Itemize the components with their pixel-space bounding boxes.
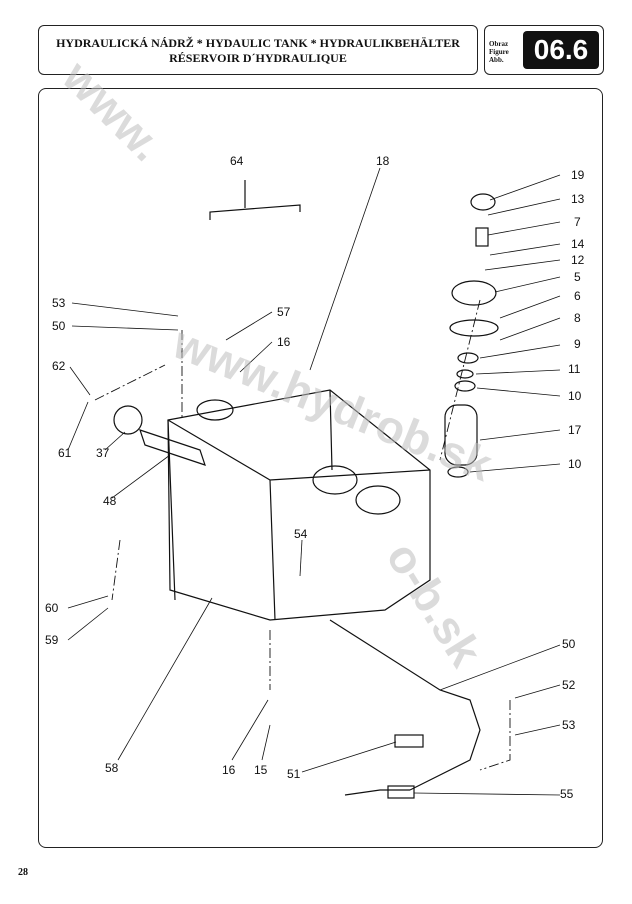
part-number: 51 bbox=[287, 767, 301, 781]
part-number: 37 bbox=[96, 446, 110, 460]
part-number: 59 bbox=[45, 633, 59, 647]
part-number: 6 bbox=[574, 289, 581, 303]
part-number: 12 bbox=[571, 253, 585, 267]
part-number: 57 bbox=[277, 305, 291, 319]
part-number: 52 bbox=[562, 678, 576, 692]
drawing-frame bbox=[38, 88, 603, 848]
figure-label: Obraz Figure Abb. bbox=[489, 40, 509, 64]
watermark-text-2: www.hydrob.sk bbox=[165, 316, 499, 491]
part-number: 17 bbox=[568, 423, 582, 437]
part-number: 54 bbox=[294, 527, 308, 541]
part-number: 5 bbox=[574, 270, 581, 284]
part-number: 62 bbox=[52, 359, 66, 373]
part-number: 10 bbox=[568, 389, 582, 403]
part-number: 50 bbox=[52, 319, 66, 333]
part-number: 19 bbox=[571, 168, 585, 182]
part-number: 60 bbox=[45, 601, 59, 615]
part-number: 16 bbox=[277, 335, 291, 349]
watermark-text-1: www. bbox=[52, 50, 173, 171]
part-number: 11 bbox=[568, 362, 581, 376]
part-number: 15 bbox=[254, 763, 268, 777]
part-number: 55 bbox=[560, 787, 574, 801]
part-number: 7 bbox=[574, 215, 581, 229]
part-number: 53 bbox=[562, 718, 576, 732]
title-box: HYDRAULICKÁ NÁDRŽ * HYDAULIC TANK * HYDR… bbox=[38, 25, 478, 75]
part-number: 53 bbox=[52, 296, 66, 310]
filter-element bbox=[444, 404, 478, 466]
part-number: 14 bbox=[571, 237, 585, 251]
part-number: 61 bbox=[58, 446, 72, 460]
hose-line bbox=[329, 619, 481, 791]
title-line-1: HYDRAULICKÁ NÁDRŽ * HYDAULIC TANK * HYDR… bbox=[56, 36, 460, 50]
part-number: 64 bbox=[230, 154, 244, 168]
part-number: 8 bbox=[574, 311, 581, 325]
page-number: 28 bbox=[18, 867, 28, 878]
figure-box: Obraz Figure Abb. 06.6 bbox=[484, 25, 604, 75]
part-number: 18 bbox=[376, 154, 390, 168]
part-number: 48 bbox=[103, 494, 117, 508]
title-line-2: RÉSERVOIR D´HYDRAULIQUE bbox=[169, 51, 347, 65]
part-number: 9 bbox=[574, 337, 581, 351]
filler-cap bbox=[113, 405, 143, 435]
part-number: 16 bbox=[222, 763, 236, 777]
figure-number: 06.6 bbox=[523, 31, 599, 69]
hydraulic-tank bbox=[167, 389, 431, 621]
part-number: 50 bbox=[562, 637, 576, 651]
part-number: 13 bbox=[571, 192, 585, 206]
part-number: 58 bbox=[105, 761, 119, 775]
part-number: 10 bbox=[568, 457, 582, 471]
